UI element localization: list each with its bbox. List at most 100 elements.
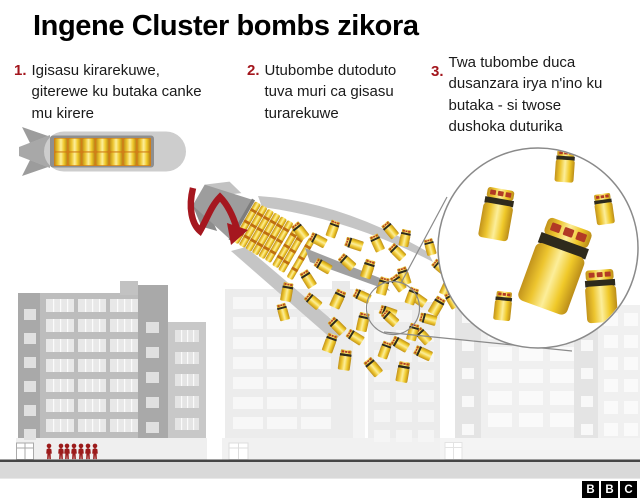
building-window (519, 347, 543, 361)
payload-bomblet (54, 138, 67, 152)
building-window (146, 372, 159, 383)
building-window (581, 396, 593, 407)
bomblet-icon (298, 268, 318, 290)
ground-line (0, 459, 640, 463)
building-window (233, 337, 263, 349)
step-3-text: Twa tubombe duca dusanzara irya n'ino ku… (448, 54, 603, 135)
payload-bomblet (96, 138, 109, 152)
building-window (624, 335, 638, 348)
step-3-number: 3. (431, 63, 444, 80)
building-window (267, 377, 297, 389)
building-window (604, 379, 618, 392)
step-3-label: 3. Twa tubombe duca dusanzara irya n'ino… (431, 52, 619, 137)
callout-line-top (400, 196, 448, 284)
step-2-number: 2. (247, 62, 260, 79)
building-window (374, 330, 390, 342)
building-window (24, 405, 36, 416)
building-window (396, 350, 412, 362)
building-block (16, 438, 207, 460)
infographic-title: Ingene Cluster bombs zikora (33, 10, 419, 42)
payload-bomblet (54, 152, 67, 166)
building-window (396, 310, 412, 322)
building-window (550, 391, 574, 405)
building-window (396, 410, 412, 422)
building-window (301, 357, 331, 369)
building-window (462, 396, 474, 407)
payload-bomblet (123, 152, 136, 166)
building-block (222, 438, 440, 460)
building-window (519, 369, 543, 383)
magnifier-circle-outline (437, 147, 639, 349)
building-window (374, 430, 390, 442)
payload-bomblet (82, 138, 95, 152)
building-window (267, 317, 297, 329)
building-block (40, 293, 138, 460)
building-window (374, 410, 390, 422)
step-1-label: 1. Igisasu kirarekuwe, giterewe ku butak… (14, 60, 217, 124)
payload-bomblet (82, 152, 95, 166)
building-window (462, 424, 474, 435)
building-window (24, 429, 36, 440)
building-block (120, 281, 138, 295)
building-window (233, 397, 263, 409)
building-window (604, 401, 618, 414)
payload-bomblet (137, 138, 150, 152)
building-window (24, 381, 36, 392)
payload-bomblet (110, 152, 123, 166)
building-window (418, 390, 434, 402)
step-1-number: 1. (14, 62, 27, 79)
building-block (168, 322, 206, 460)
building-window (418, 430, 434, 442)
building-window (301, 377, 331, 389)
bbc-logo-letter: B (601, 481, 618, 498)
payload-bomblet (110, 138, 123, 152)
building-window (233, 297, 263, 309)
building-window (488, 369, 512, 383)
building-window (624, 357, 638, 370)
bomblet-icon (343, 236, 365, 252)
building-block (225, 289, 365, 460)
building-window (146, 322, 159, 333)
building-window (624, 423, 638, 436)
payload-bomblet (137, 152, 150, 166)
building-window (146, 347, 159, 358)
building-window (233, 417, 263, 429)
building-window (396, 430, 412, 442)
building-window (624, 313, 638, 326)
building-window (24, 333, 36, 344)
step-2-text: Utubombe dutoduto tuva muri ca gisasu tu… (264, 62, 397, 122)
building-window (604, 423, 618, 436)
building-window (488, 413, 512, 427)
building-window (519, 413, 543, 427)
bbc-logo-letter: B (582, 481, 599, 498)
building-window (581, 368, 593, 379)
callout-source-circle (365, 280, 421, 336)
building-window (396, 390, 412, 402)
building-window (233, 357, 263, 369)
building-window (519, 391, 543, 405)
building-window (418, 370, 434, 382)
building-window (146, 397, 159, 408)
casing-fragment-bottom (305, 248, 390, 291)
building-window (488, 347, 512, 361)
building-window (267, 397, 297, 409)
casing-fragment-top (258, 196, 433, 262)
payload-bomblet (96, 152, 109, 166)
building-window (581, 424, 593, 435)
building-window (604, 335, 618, 348)
ground-strip (0, 462, 640, 479)
building-block (440, 438, 640, 460)
payload-bomblet (68, 152, 81, 166)
building-block (332, 281, 350, 291)
rotation-arrow-icon (187, 187, 248, 245)
building-window (374, 390, 390, 402)
building-window (550, 369, 574, 383)
step-1-text: Igisasu kirarekuwe, giterewe ku butaka c… (31, 62, 202, 122)
building-window (267, 357, 297, 369)
building-window (233, 377, 263, 389)
building-window (267, 337, 297, 349)
step-2-label: 2. Utubombe dutoduto tuva muri ca gisasu… (247, 60, 399, 124)
building-window (301, 397, 331, 409)
